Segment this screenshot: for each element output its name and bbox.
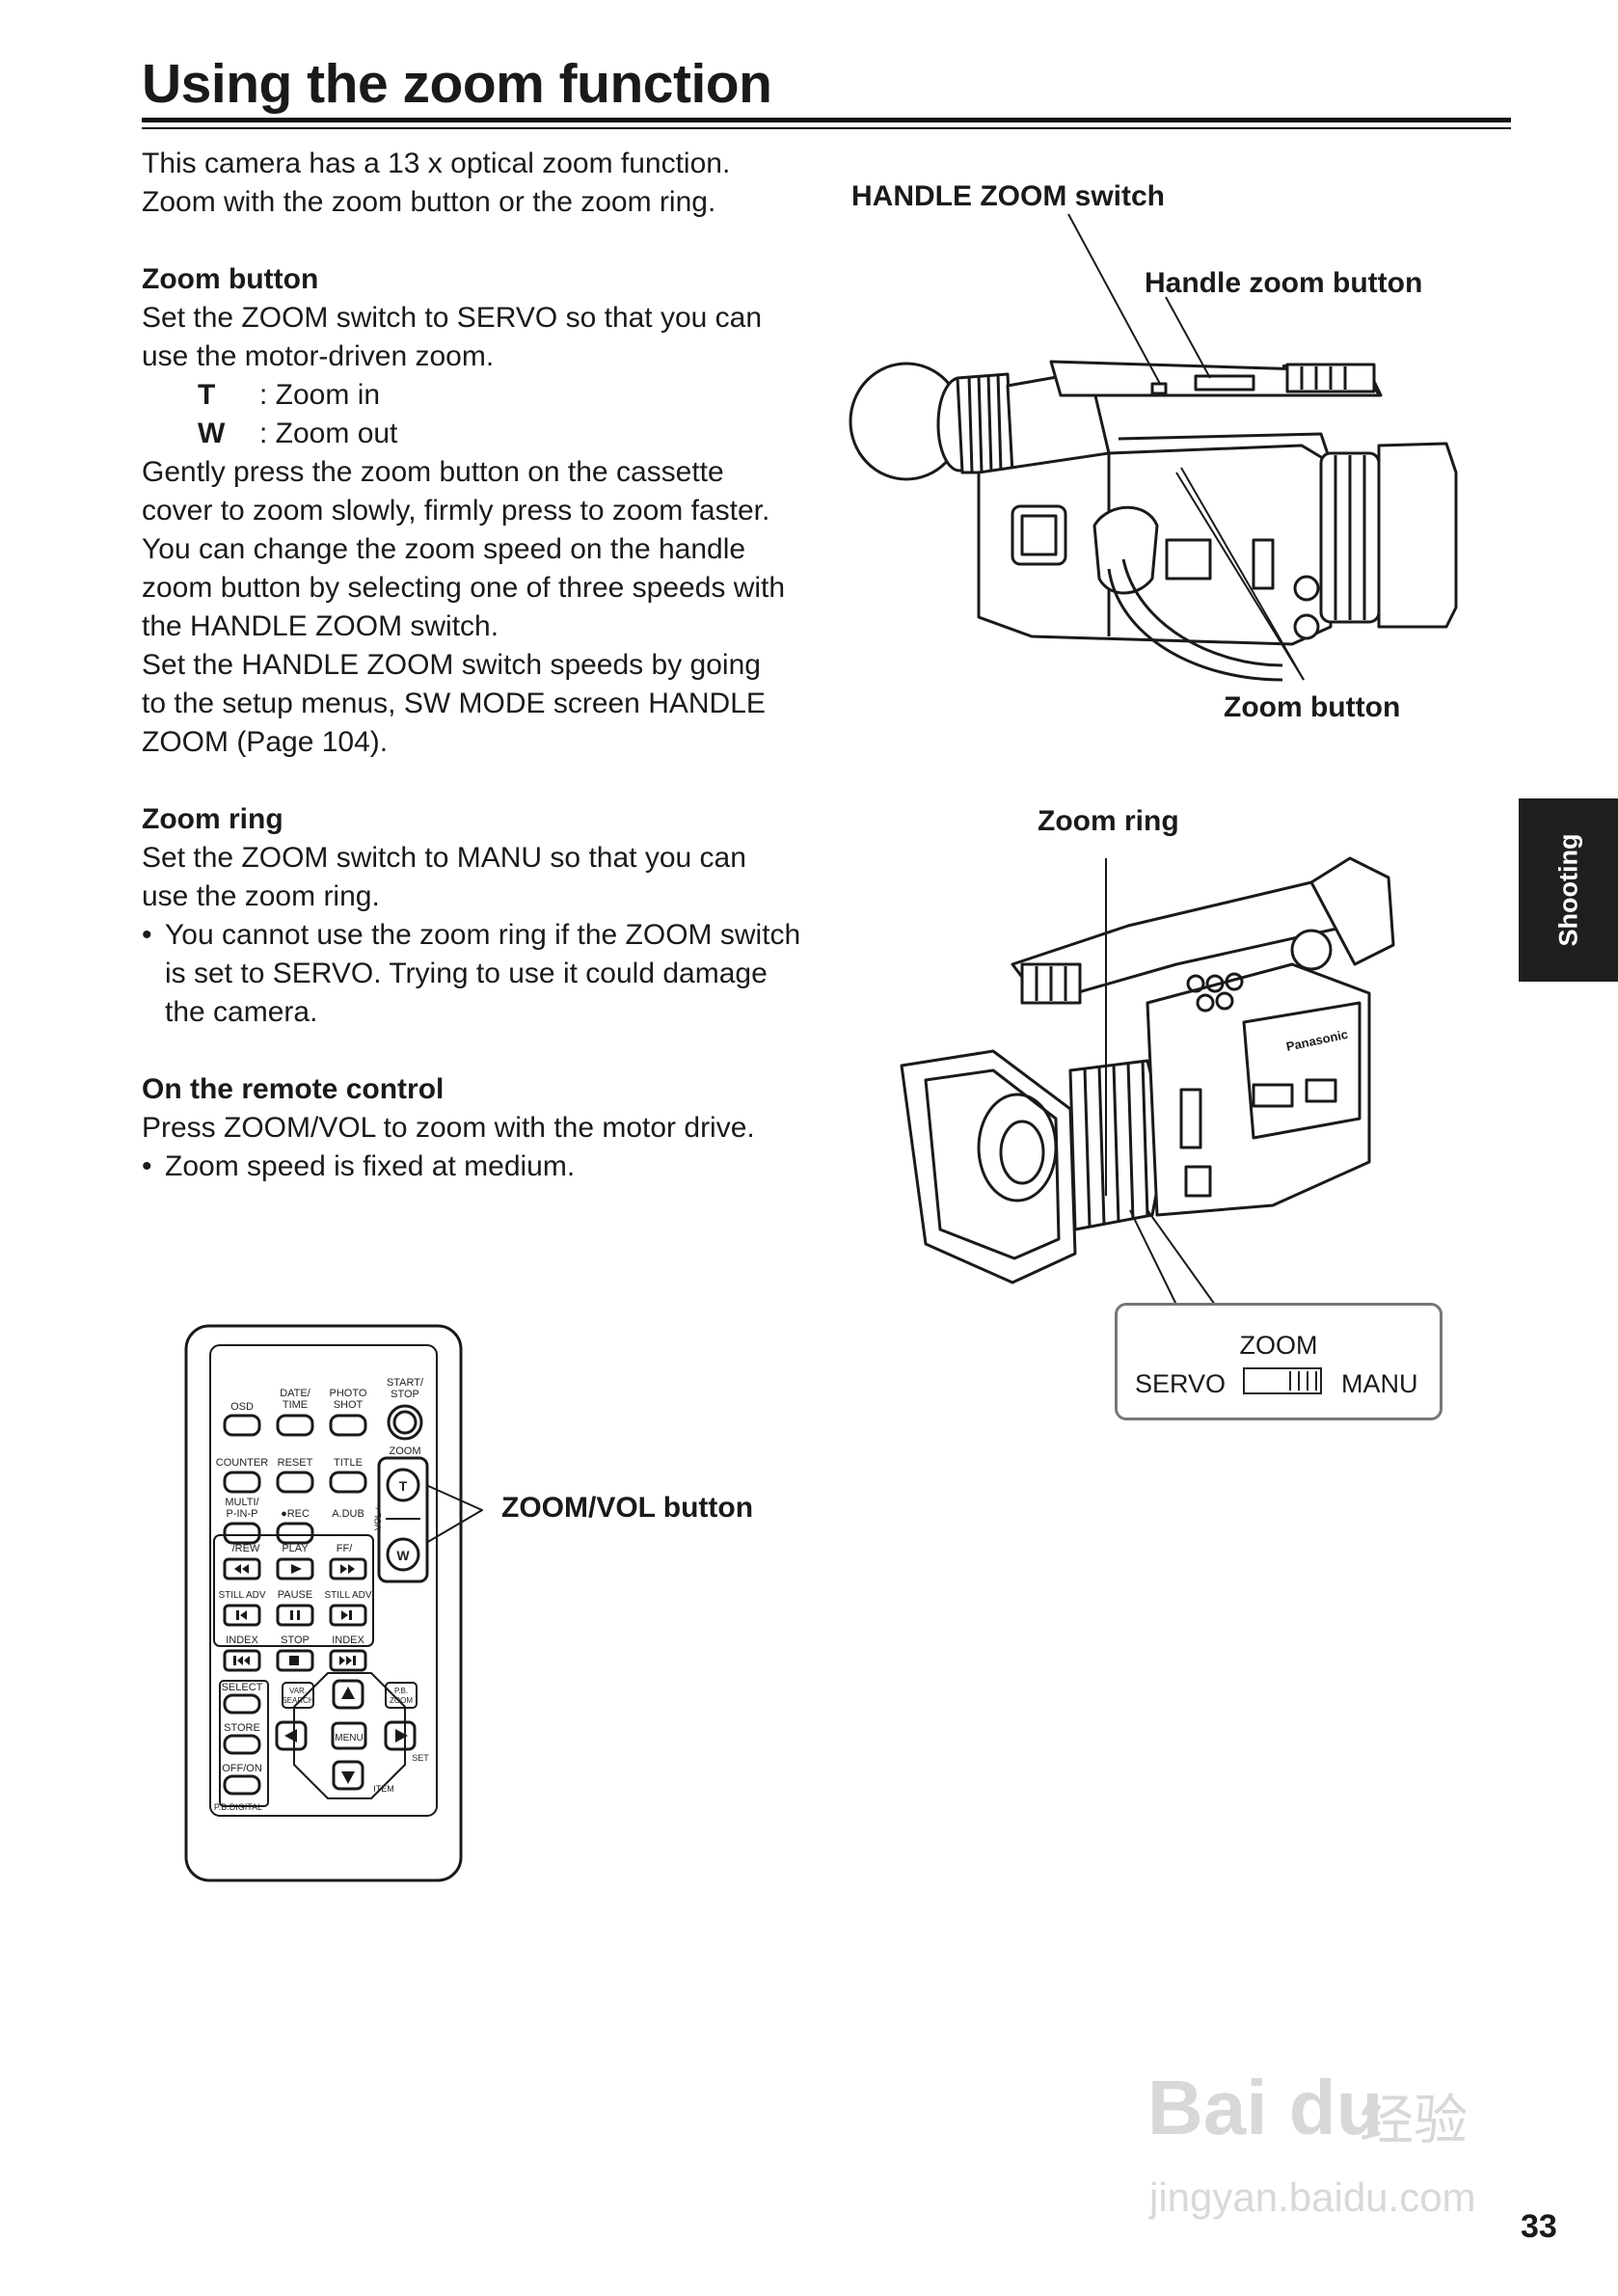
remote-date: DATE/ <box>280 1388 311 1399</box>
remote-vol: – VOL + <box>373 1506 383 1538</box>
callout-zoom-ring: Zoom ring <box>1038 805 1179 837</box>
page-number: 33 <box>1521 2208 1557 2245</box>
remote-pause: PAUSE <box>278 1589 312 1601</box>
text-line: Set the ZOOM switch to MANU so that you … <box>142 842 746 874</box>
remote-start: START/ <box>387 1377 424 1389</box>
remote-reset: RESET <box>278 1457 313 1469</box>
watermark-suffix: 经验 <box>1360 2090 1468 2150</box>
remote-set: SET <box>412 1753 429 1763</box>
remote-time: TIME <box>283 1399 308 1411</box>
key-row-t: T : Zoom in <box>142 376 817 415</box>
text-line: ZOOM (Page 104). <box>142 726 389 758</box>
body-text: This camera has a 13 x optical zoom func… <box>142 145 817 1186</box>
remote-rec: ●REC <box>281 1508 310 1520</box>
text-line: to the setup menus, SW MODE screen HANDL… <box>142 688 766 719</box>
text-line: Gently press the zoom button on the cass… <box>142 456 724 488</box>
key-letter: W <box>198 418 226 449</box>
remote-off-on: OFF/ON <box>222 1763 262 1774</box>
watermark-url: jingyan.baidu.com <box>1149 2174 1476 2220</box>
remote-rew: /REW <box>232 1543 260 1554</box>
key-desc: : Zoom out <box>259 418 398 449</box>
text-line: cover to zoom slowly, firmly press to zo… <box>142 495 770 527</box>
key-row-w: W : Zoom out <box>142 415 817 453</box>
text-line: use the zoom ring. <box>142 880 380 912</box>
remote-search: SEARCH <box>282 1696 314 1705</box>
remote-pb: P.B. <box>394 1687 408 1695</box>
bullet-text: You cannot use the zoom ring if the ZOOM… <box>165 919 801 951</box>
key-letter: T <box>198 379 216 411</box>
title-rule-thin <box>142 127 1511 129</box>
camera-rear-illustration <box>849 213 1458 682</box>
zoom-switch-manu: MANU <box>1341 1369 1418 1398</box>
remote-stop: STOP <box>391 1389 419 1400</box>
remote-shot: SHOT <box>334 1399 364 1411</box>
remote-play: PLAY <box>282 1543 309 1554</box>
zoom-switch-diagram: ZOOM SERVO MANU <box>1115 1303 1443 1420</box>
remote-labels: OSD DATE/ TIME PHOTO SHOT START/ STOP CO… <box>214 1377 429 1812</box>
remote-index-right: INDEX <box>332 1634 364 1646</box>
remote-t: T <box>399 1478 408 1494</box>
remote-pb-zoom: ZOOM <box>390 1696 413 1705</box>
bullet-item: • Zoom speed is fixed at medium. <box>142 1148 817 1186</box>
intro-line: This camera has a 13 x optical zoom func… <box>142 148 731 179</box>
remote-control-illustration <box>184 1324 483 1882</box>
remote-still-adv-left: STILL ADV <box>218 1590 265 1601</box>
remote-store: STORE <box>224 1722 260 1734</box>
remote-menu: MENU <box>335 1733 363 1743</box>
zoom-switch-title: ZOOM <box>1239 1331 1318 1360</box>
callout-zoom-button: Zoom button <box>1224 691 1401 723</box>
zoom-ring-heading: Zoom ring <box>142 803 283 835</box>
remote-osd: OSD <box>230 1401 254 1413</box>
remote-stop-label: STOP <box>281 1634 310 1646</box>
title-rule <box>142 118 1511 122</box>
intro-line: Zoom with the zoom button or the zoom ri… <box>142 186 716 218</box>
remote-title: TITLE <box>334 1457 363 1469</box>
remote-select: SELECT <box>222 1682 263 1693</box>
text-line: use the motor-driven zoom. <box>142 340 495 372</box>
text-line: zoom button by selecting one of three sp… <box>142 572 786 604</box>
remote-heading: On the remote control <box>142 1073 445 1105</box>
text-line: Set the HANDLE ZOOM switch speeds by goi… <box>142 649 761 681</box>
text-line: Press ZOOM/VOL to zoom with the motor dr… <box>142 1112 755 1144</box>
remote-pinp: P-IN-P <box>227 1508 258 1520</box>
remote-adub: A.DUB <box>332 1508 364 1520</box>
remote-multi: MULTI/ <box>225 1497 259 1508</box>
watermark-logo: Bai du <box>1147 2065 1384 2150</box>
zoom-button-heading: Zoom button <box>142 263 319 295</box>
remote-var: VAR. <box>289 1687 307 1695</box>
zoom-switch-slider <box>1243 1367 1322 1394</box>
text-line: the HANDLE ZOOM switch. <box>142 610 499 642</box>
callout-zoom-vol-button: ZOOM/VOL button <box>501 1492 754 1524</box>
remote-ff: FF/ <box>337 1543 353 1554</box>
remote-item: ITEM <box>373 1784 394 1794</box>
text-line: the camera. <box>165 996 318 1028</box>
section-tab: Shooting <box>1519 798 1618 982</box>
remote-zoom: ZOOM <box>390 1445 421 1457</box>
text-line: is set to SERVO. Trying to use it could … <box>165 958 768 989</box>
text-line: You can change the zoom speed on the han… <box>142 533 746 565</box>
page-title: Using the zoom function <box>142 53 772 115</box>
remote-counter: COUNTER <box>216 1457 268 1469</box>
text-line: Set the ZOOM switch to SERVO so that you… <box>142 302 763 334</box>
remote-index-left: INDEX <box>226 1634 258 1646</box>
remote-glyphs <box>233 1564 408 1784</box>
baidu-watermark: Bai du 经验 jingyan.baidu.com <box>1147 2064 1533 2237</box>
remote-w: W <box>396 1548 410 1563</box>
zoom-switch-servo: SERVO <box>1135 1369 1227 1398</box>
remote-photo: PHOTO <box>330 1388 367 1399</box>
callout-handle-zoom-switch: HANDLE ZOOM switch <box>851 180 1166 212</box>
remote-still-adv-right: STILL ADV <box>324 1590 371 1601</box>
key-desc: : Zoom in <box>259 379 381 411</box>
bullet-text: Zoom speed is fixed at medium. <box>165 1150 576 1182</box>
callout-handle-zoom-button: Handle zoom button <box>1145 267 1423 299</box>
bullet-item: • You cannot use the zoom ring if the ZO… <box>142 916 817 955</box>
camera-front-illustration <box>900 856 1395 1306</box>
remote-pb-digital: P.B.DIGITAL <box>214 1802 262 1812</box>
